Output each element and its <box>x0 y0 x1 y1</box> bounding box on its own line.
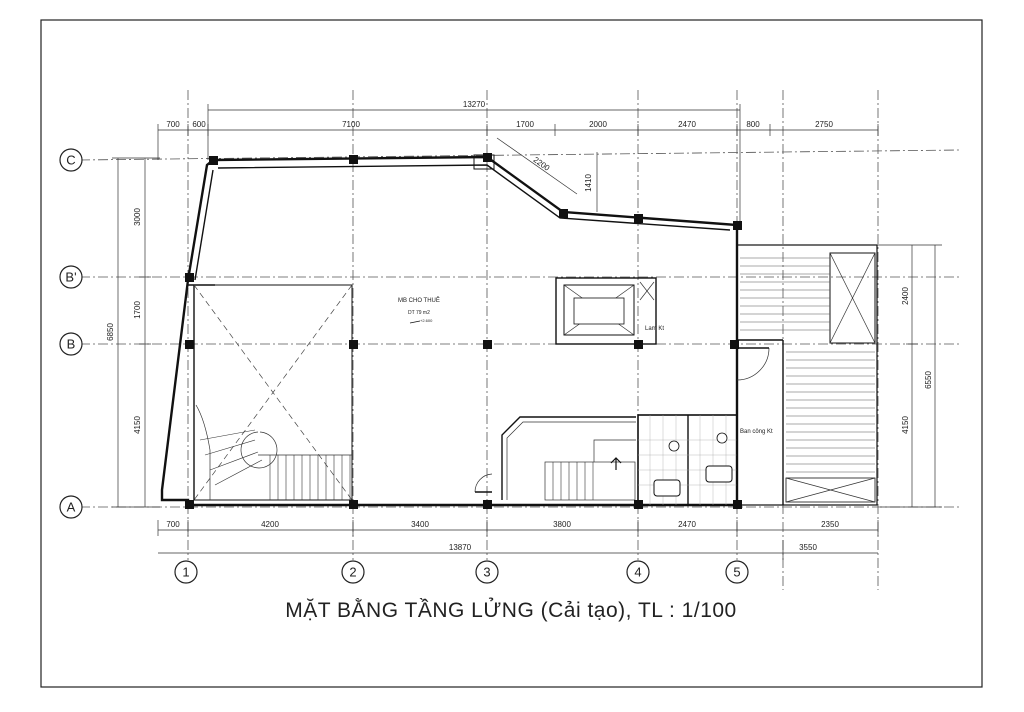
grid-label-3: 3 <box>483 565 490 580</box>
grid-bubble-A: A <box>59 495 83 519</box>
dim-top-600: 600 <box>192 120 206 129</box>
dim-right-4150: 4150 <box>901 416 910 434</box>
dim-bottom-3400: 3400 <box>411 520 429 529</box>
dimension-lines <box>112 104 942 560</box>
dim-bottom-2350: 2350 <box>821 520 839 529</box>
room-area-main: DT 79 m2 <box>408 310 430 316</box>
structural-columns <box>185 153 742 509</box>
grid-bubble-3: 3 <box>475 560 499 584</box>
grid-bubble-4: 4 <box>626 560 650 584</box>
grid-label-B-prime: B' <box>65 270 76 285</box>
dim-bottom-4200: 4200 <box>261 520 279 529</box>
dim-bottom-700: 700 <box>166 520 180 529</box>
balcony-right <box>736 244 878 506</box>
grid-bubble-B: B <box>59 332 83 356</box>
stair-left <box>195 404 352 500</box>
dim-notch: 1410 <box>584 174 593 192</box>
dim-bottom-extra: 3550 <box>799 543 817 552</box>
level-mark <box>409 320 421 324</box>
wc-block <box>637 414 738 506</box>
dim-top-overall: 13270 <box>463 100 486 109</box>
dim-top-2000: 2000 <box>589 120 607 129</box>
grid-label-4: 4 <box>634 565 641 580</box>
grid-label-1: 1 <box>182 565 189 580</box>
elevator-shaft <box>555 277 657 345</box>
dim-left-overall: 6850 <box>106 323 115 341</box>
dim-top-7100: 7100 <box>342 120 360 129</box>
room-level-main: +2.600 <box>420 318 433 323</box>
dim-left-4150: 4150 <box>133 416 142 434</box>
grid-label-A: A <box>67 500 76 515</box>
dim-right-overall: 6550 <box>924 371 933 389</box>
grid-bubble-5: 5 <box>725 560 749 584</box>
grid-label-C: C <box>66 153 75 168</box>
dim-bottom-2470: 2470 <box>678 520 696 529</box>
dim-left-3000: 3000 <box>133 208 142 226</box>
grid-label-2: 2 <box>349 565 356 580</box>
dim-top-700: 700 <box>166 120 180 129</box>
dim-bottom-overall: 13870 <box>449 543 472 552</box>
room-label-main: MB CHO THUÊ <box>398 296 440 304</box>
room-label-balcony: Ban công Kt <box>740 429 773 435</box>
grid-label-5: 5 <box>733 565 740 580</box>
grid-bubble-2: 2 <box>341 560 365 584</box>
dim-top-2470: 2470 <box>678 120 696 129</box>
grid-bubble-C: C <box>59 148 83 172</box>
drawing-title: MẶT BẰNG TẦNG LỬNG (Cải tạo), TL : 1/100 <box>285 598 736 622</box>
dim-top-1700: 1700 <box>516 120 534 129</box>
stair-center <box>474 416 636 501</box>
dim-top-800: 800 <box>746 120 760 129</box>
room-label-wc: Lam Kt <box>645 326 664 332</box>
dim-diagonal: 2200 <box>532 155 552 173</box>
dim-top-2750: 2750 <box>815 120 833 129</box>
grid-label-B: B <box>67 337 76 352</box>
dim-bottom-3800: 3800 <box>553 520 571 529</box>
grid-bubble-B-prime: B' <box>59 265 83 289</box>
dim-right-2400: 2400 <box>901 287 910 305</box>
dim-left-1700: 1700 <box>133 301 142 319</box>
sheet-border <box>40 19 983 688</box>
grid-bubble-1: 1 <box>174 560 198 584</box>
